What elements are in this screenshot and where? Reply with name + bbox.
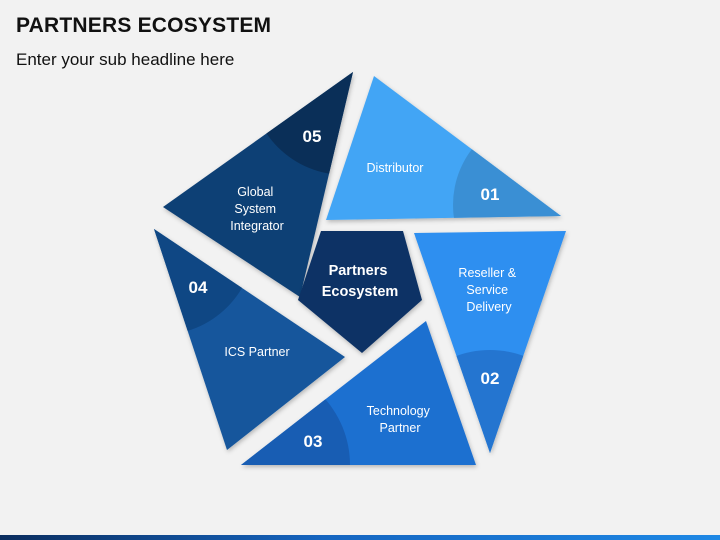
segment-03-label: Technology Partner: [367, 404, 434, 435]
segment-04-number: 04: [189, 278, 208, 297]
segment-02-label: Reseller & Service Delivery: [458, 266, 519, 314]
segment-04-label: ICS Partner: [224, 345, 289, 359]
segment-05-accent: [250, 72, 353, 175]
page-subtitle: Enter your sub headline here: [16, 50, 235, 69]
segment-01-number: 01: [481, 185, 500, 204]
page-title: PARTNERS ECOSYSTEM: [16, 14, 272, 37]
segment-01-label: Distributor: [367, 161, 424, 175]
segment-05-number: 05: [303, 127, 322, 146]
segment-04-accent: [154, 229, 255, 335]
segment-02-shape: [414, 231, 566, 453]
segment-03-number: 03: [304, 432, 323, 451]
segment-05-label: Global System Integrator: [230, 185, 284, 233]
bottom-accent-bar: [0, 535, 720, 540]
segment-05[interactable]: Global System Integrator 05: [163, 0, 440, 297]
center-label: Partners Ecosystem: [322, 263, 399, 300]
segment-04[interactable]: ICS Partner 04: [65, 145, 345, 450]
center-pentagon: [298, 231, 422, 353]
center-hub[interactable]: Partners Ecosystem: [298, 231, 422, 353]
segment-02-number: 02: [481, 369, 500, 388]
